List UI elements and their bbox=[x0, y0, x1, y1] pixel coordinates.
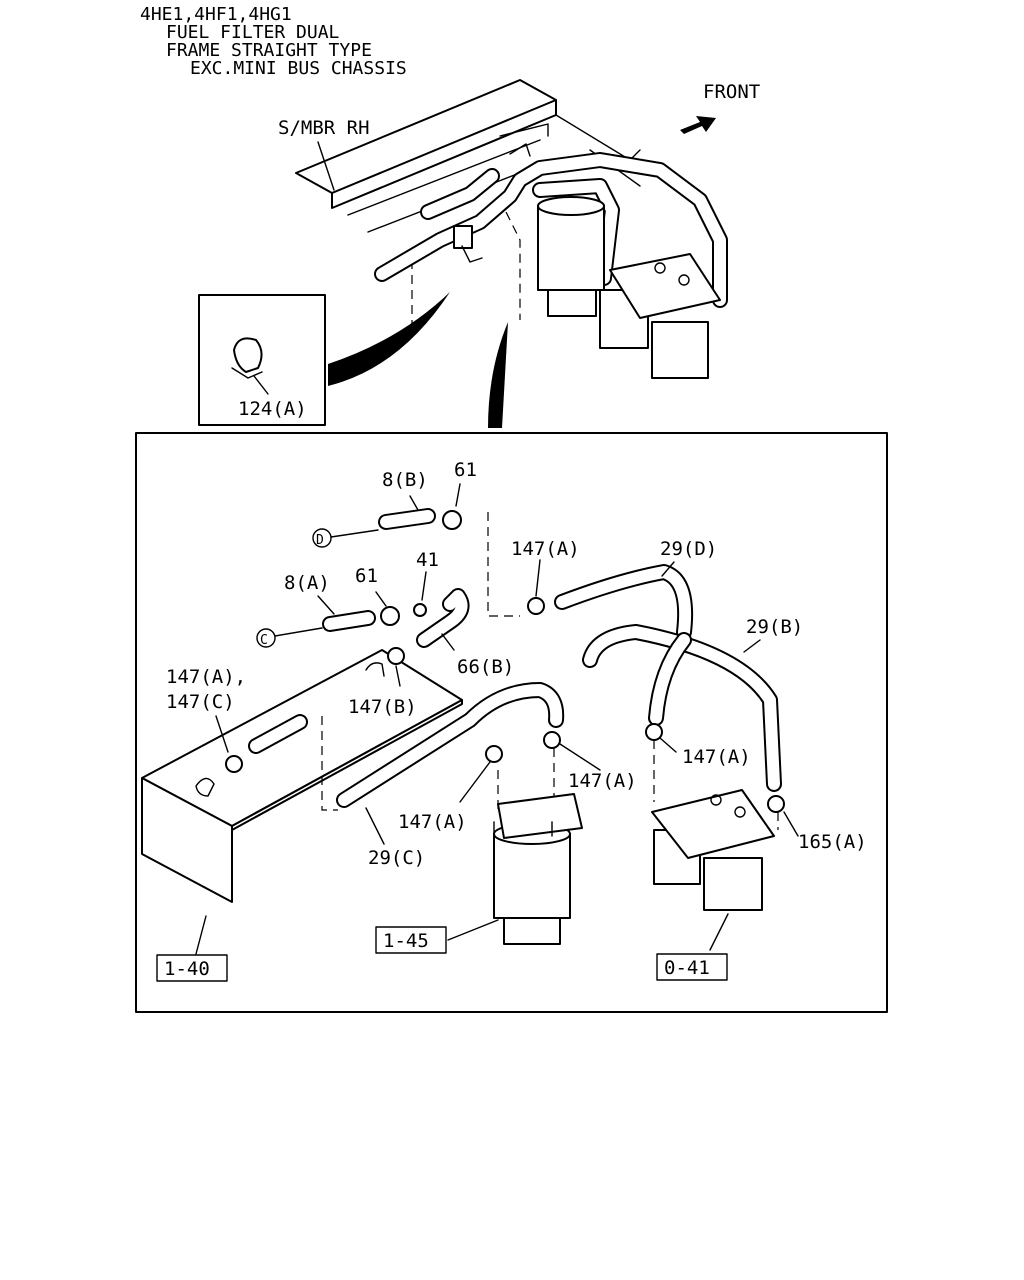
reference-boxes: 1-40 1-45 0-41 bbox=[156, 926, 728, 982]
callout-wedge bbox=[328, 292, 450, 386]
ref-fuel-tank: 1-40 bbox=[164, 958, 210, 980]
callout-61-top: 61 bbox=[454, 459, 477, 481]
clip-inset: 124(A) bbox=[198, 294, 326, 426]
hose-clip-icon bbox=[453, 225, 473, 249]
clamp-icon bbox=[442, 510, 462, 530]
connector-c-letter: C bbox=[260, 633, 268, 648]
callout-29c: 29(C) bbox=[368, 847, 425, 869]
callout-147ac-line1: 147(A), bbox=[166, 666, 246, 688]
side-member-label: S/MBR RH bbox=[278, 117, 370, 139]
chassis-exclusion: EXC.MINI BUS CHASSIS bbox=[190, 58, 407, 79]
overview-illustration: FRONT S/MBR RH bbox=[278, 79, 760, 428]
callout-147ac-line2: 147(C) bbox=[166, 691, 235, 713]
callout-147a-right: 147(A) bbox=[682, 746, 751, 768]
callout-147a-top: 147(A) bbox=[511, 538, 580, 560]
engine-models: 4HE1,4HF1,4HG1 bbox=[140, 4, 292, 25]
callout-147a-center: 147(A) bbox=[568, 770, 637, 792]
detail-frame bbox=[135, 432, 888, 1013]
clip-callout: 124(A) bbox=[238, 398, 307, 420]
connector-d-letter: D bbox=[316, 533, 324, 548]
front-label: FRONT bbox=[703, 81, 760, 103]
callout-29d: 29(D) bbox=[660, 538, 717, 560]
callout-8a: 8(A) bbox=[284, 572, 330, 594]
clip-icon bbox=[233, 337, 263, 373]
callout-66b: 66(B) bbox=[457, 656, 514, 678]
single-filter-assembly bbox=[493, 793, 583, 945]
detail-illustration: D C bbox=[141, 483, 799, 955]
callout-wedge-detail bbox=[488, 322, 508, 428]
callout-165a: 165(A) bbox=[798, 831, 867, 853]
callout-147a-left: 147(A) bbox=[398, 811, 467, 833]
front-arrow-icon bbox=[680, 116, 716, 134]
ref-single-filter: 1-45 bbox=[383, 930, 429, 952]
part-callouts: 8(B) 61 147(A) 29(D) 29(B) 8(A) 61 41 66… bbox=[166, 459, 867, 869]
filter-type: FUEL FILTER DUAL bbox=[166, 22, 340, 43]
callout-147b: 147(B) bbox=[348, 696, 417, 718]
connector-d-icon bbox=[312, 528, 332, 548]
single-filter-icon bbox=[537, 205, 605, 291]
connector-c-icon bbox=[256, 628, 276, 648]
dual-filter-assembly bbox=[651, 789, 775, 911]
callout-8b: 8(B) bbox=[382, 469, 428, 491]
callout-41: 41 bbox=[416, 549, 439, 571]
frame-type: FRAME STRAIGHT TYPE bbox=[166, 40, 372, 61]
diagram-header: 4HE1,4HF1,4HG1 FUEL FILTER DUAL FRAME ST… bbox=[140, 4, 407, 79]
ref-dual-filter: 0-41 bbox=[664, 957, 710, 979]
callout-29b: 29(B) bbox=[746, 616, 803, 638]
callout-61-mid: 61 bbox=[355, 565, 378, 587]
